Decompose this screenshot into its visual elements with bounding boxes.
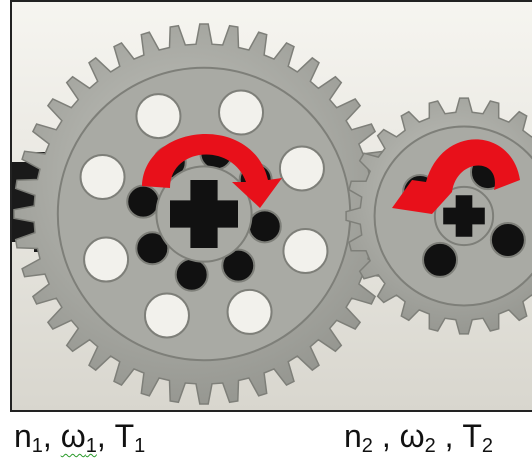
gear-hole <box>143 292 190 339</box>
gear-photo-frame <box>10 0 532 412</box>
counter-clockwise-arrow-icon <box>392 139 520 214</box>
gear-hole <box>282 228 329 275</box>
separator: , <box>435 418 463 454</box>
subscript: 2 <box>361 435 373 457</box>
clockwise-arrow-icon <box>142 134 282 208</box>
axle-cross-hole <box>170 180 238 248</box>
large-gear <box>13 23 395 405</box>
speed-symbol: n <box>14 418 32 454</box>
subscript: 1 <box>134 435 146 457</box>
axle-cross-hole <box>443 195 485 237</box>
gear-hole <box>247 209 282 244</box>
omega: ω <box>399 418 425 454</box>
gear-hole <box>226 288 273 335</box>
subscript: 2 <box>481 435 494 457</box>
subscript: 2 <box>424 435 436 457</box>
separator: , <box>96 418 115 454</box>
subscript: 1 <box>85 435 97 457</box>
gear-hole <box>126 184 161 219</box>
gear-hole <box>83 236 130 283</box>
gear-hole <box>135 93 182 140</box>
gear-hole <box>422 241 459 278</box>
gear-hole <box>221 248 256 283</box>
gear-hole <box>79 153 126 200</box>
separator: , <box>42 418 61 454</box>
angular-velocity-symbol: ω1 <box>60 418 97 457</box>
gear-2-caption: n2 , ω2 , T2 <box>344 414 493 468</box>
gear-illustration <box>12 2 532 410</box>
speed-symbol: n <box>344 418 362 454</box>
gear-hole <box>174 257 209 292</box>
gear-hole <box>278 145 325 192</box>
separator: , <box>372 418 400 454</box>
torque-symbol: T <box>462 418 482 454</box>
omega: ω <box>60 418 86 454</box>
gear-hole <box>489 221 526 258</box>
gear-hole <box>218 89 265 136</box>
torque-symbol: T <box>114 418 135 454</box>
gear-hole <box>135 231 170 266</box>
gear-1-caption: n1, ω1, T1 <box>14 414 145 468</box>
subscript: 1 <box>31 435 43 457</box>
